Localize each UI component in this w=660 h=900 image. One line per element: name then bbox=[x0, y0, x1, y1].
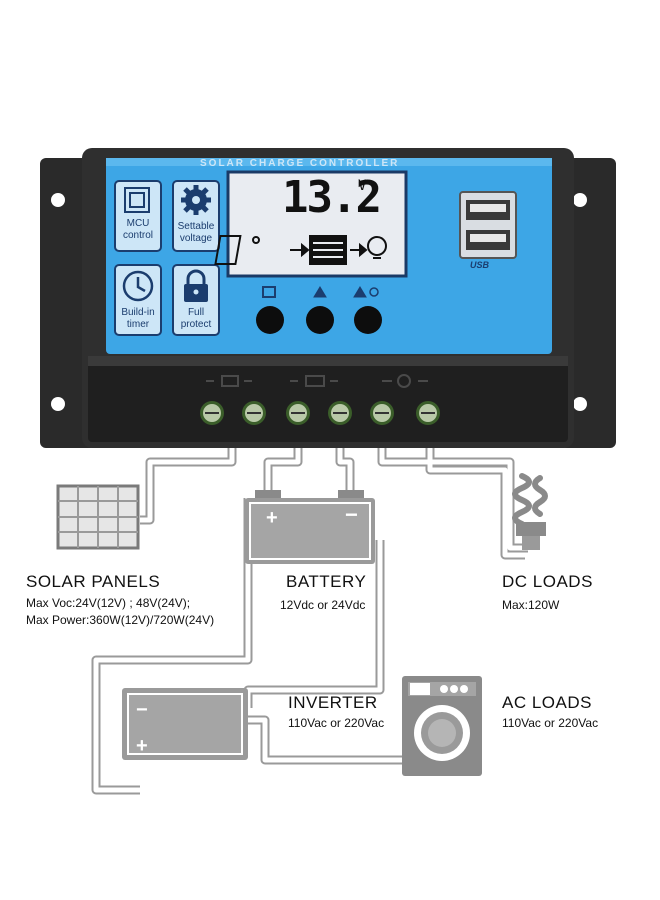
lcd-bulb-icon bbox=[367, 236, 387, 256]
inverter-title: INVERTER bbox=[288, 693, 378, 712]
solar-panels-title: SOLAR PANELS bbox=[26, 572, 161, 591]
button-symbols bbox=[262, 286, 379, 298]
usb-ports bbox=[459, 191, 517, 259]
battery-title: BATTERY bbox=[286, 572, 367, 591]
inverter-spec: 110Vac or 220Vac bbox=[288, 716, 385, 730]
svg-text:+: + bbox=[136, 735, 148, 757]
washing-machine-icon bbox=[402, 676, 482, 776]
svg-text:+: + bbox=[266, 507, 278, 529]
chip-icon bbox=[124, 187, 150, 213]
lock-icon bbox=[184, 269, 208, 302]
gear-icon bbox=[181, 185, 211, 215]
sun-icon bbox=[252, 236, 260, 244]
solar-power-spec: Max Power:360W(12V)/720W(24V) bbox=[26, 613, 215, 627]
mounting-hole bbox=[573, 397, 587, 411]
clock-icon bbox=[122, 270, 154, 302]
terminal-screw bbox=[416, 401, 440, 425]
terminal-screw bbox=[242, 401, 266, 425]
ac-loads-spec: 110Vac or 220Vac bbox=[502, 716, 599, 730]
svg-text:−: − bbox=[345, 502, 358, 527]
dc-loads-title: DC LOADS bbox=[502, 572, 593, 591]
inverter-icon: − + bbox=[122, 688, 248, 760]
ac-loads-title: AC LOADS bbox=[502, 693, 592, 712]
terminal-block bbox=[88, 356, 568, 442]
load-button bbox=[354, 306, 382, 334]
mounting-hole bbox=[573, 193, 587, 207]
solar-panel-icon bbox=[56, 484, 140, 550]
mounting-hole bbox=[51, 193, 65, 207]
terminal-screw bbox=[328, 401, 352, 425]
terminal-screw bbox=[200, 401, 224, 425]
lcd-value: 13.2 bbox=[282, 172, 382, 223]
control-buttons[interactable] bbox=[256, 306, 382, 334]
battery-icon: + − bbox=[245, 490, 375, 564]
lcd-unit: V bbox=[358, 178, 367, 194]
usb-label: USB bbox=[470, 260, 490, 270]
lcd-flow-icons bbox=[214, 235, 387, 265]
mounting-hole bbox=[51, 397, 65, 411]
up-button bbox=[306, 306, 334, 334]
battery-spec: 12Vdc or 24Vdc bbox=[280, 598, 366, 612]
lcd-panel-icon bbox=[214, 235, 242, 265]
menu-button bbox=[256, 306, 284, 334]
terminal-screw bbox=[286, 401, 310, 425]
solar-voc-spec: Max Voc:24V(12V) ; 48V(24V); bbox=[26, 596, 191, 610]
cfl-bulb-icon bbox=[512, 473, 548, 550]
terminal-screws bbox=[200, 401, 440, 425]
controller-header: SOLAR CHARGE CONTROLLER bbox=[200, 158, 400, 169]
svg-text:−: − bbox=[136, 699, 148, 721]
dc-loads-spec: Max:120W bbox=[502, 598, 560, 612]
feature-boxes bbox=[114, 180, 220, 336]
terminal-screw bbox=[370, 401, 394, 425]
